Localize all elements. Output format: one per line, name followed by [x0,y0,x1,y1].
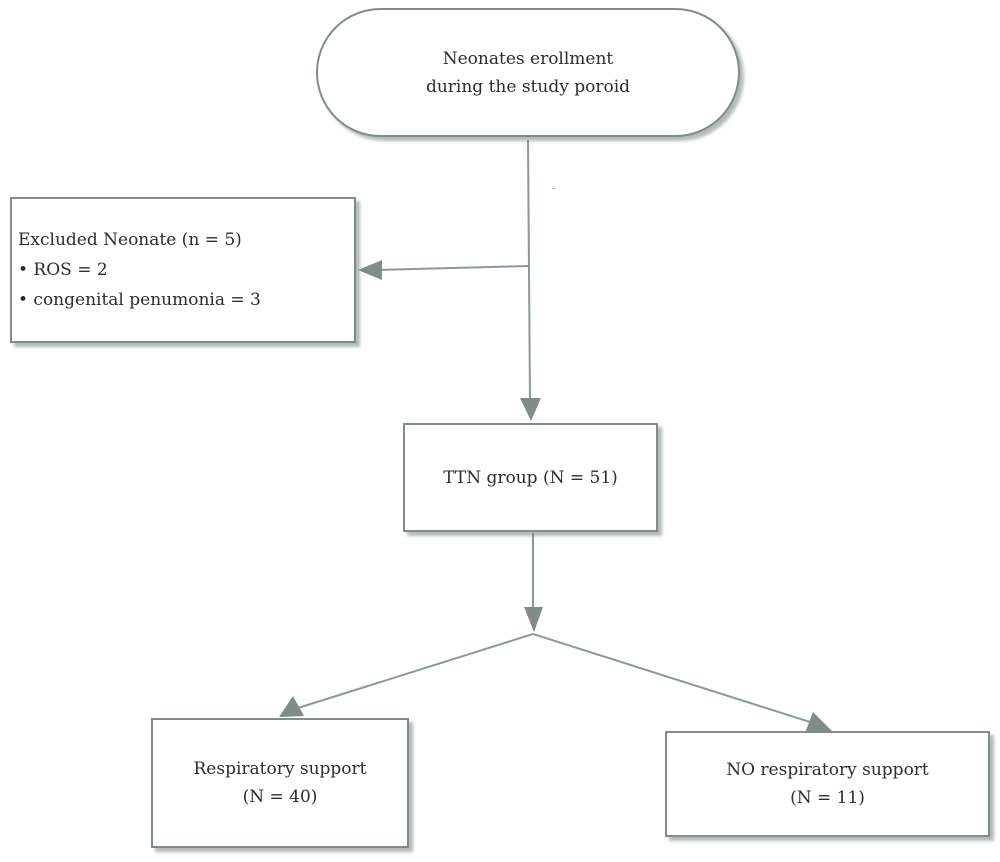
arrowhead-support [279,696,304,717]
respiratory-support-node: Respiratory support (N = 40) [151,718,409,848]
edge-start-to-ttn [527,139,531,403]
excluded-item-pneumonia: • congenital penumonia = 3 [18,290,261,310]
arrowhead-no-support [805,712,832,733]
edge-split-to-support [297,633,534,709]
ttn-group-label: TTN group (N = 51) [443,467,618,488]
start-line-2: during the study poroid [425,76,631,97]
stray-mark [552,188,556,189]
arrowhead-ttn [520,398,541,421]
no-respiratory-support-count: (N = 11) [790,788,865,808]
arrowhead-split [524,607,543,632]
excluded-item-ros: • ROS = 2 [18,260,108,280]
no-respiratory-support-label: NO respiratory support [726,760,929,780]
excluded-node: Excluded Neonate (n = 5) • ROS = 2 • con… [10,197,356,343]
start-node: Neonates erollment during the study poro… [316,8,740,137]
ttn-group-node: TTN group (N = 51) [403,423,658,532]
edge-split-to-no-support [532,633,811,723]
excluded-title: Excluded Neonate (n = 5) [18,230,242,250]
start-line-1: Neonates erollment [442,48,614,69]
edge-to-excluded [377,265,529,271]
no-respiratory-support-node: NO respiratory support (N = 11) [665,731,990,837]
respiratory-support-label: Respiratory support [193,759,367,779]
respiratory-support-count: (N = 40) [242,787,318,807]
arrowhead-excluded [358,260,382,280]
